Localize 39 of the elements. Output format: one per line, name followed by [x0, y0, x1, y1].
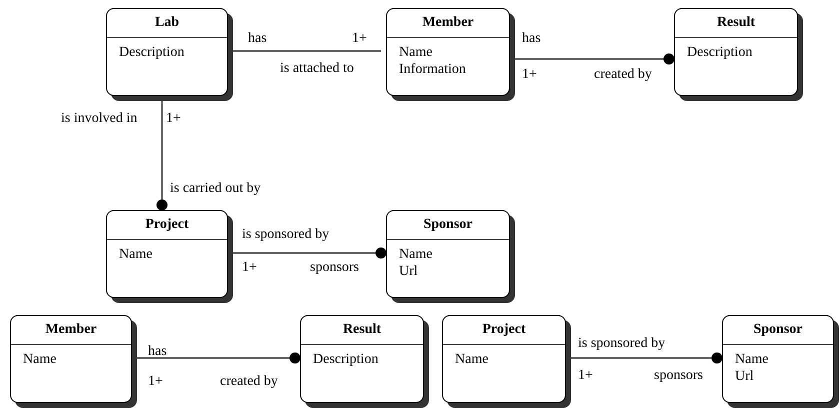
role-label: is sponsored by [578, 336, 666, 351]
role-label: 1+ [522, 67, 537, 82]
role-label: created by [220, 374, 278, 389]
attribute-name: Description [119, 44, 184, 61]
role-label: is sponsored by [242, 227, 330, 242]
role-label: sponsors [310, 260, 360, 275]
entity-name: Member [45, 322, 97, 337]
role-label: 1+ [352, 31, 367, 46]
entity-name: Member [422, 15, 474, 30]
entity-name: Lab [154, 15, 180, 30]
entity-name: Project [145, 217, 189, 232]
role-label: has [148, 344, 167, 359]
role-label: created by [594, 67, 652, 82]
role-label: 1+ [148, 374, 163, 389]
attribute-name: Name [119, 246, 152, 263]
role-label: has [248, 31, 267, 46]
entity-name: Result [342, 322, 382, 337]
role-label: is attached to [280, 61, 354, 76]
attribute-name: Name [23, 351, 56, 368]
entity-name: Sponsor [423, 217, 473, 232]
role-label: 1+ [166, 111, 181, 126]
attribute-name: Name [735, 351, 768, 368]
attribute-name: Description [687, 44, 752, 61]
role-label: is carried out by [170, 181, 261, 196]
role-label: has [522, 31, 541, 46]
entity-name: Result [716, 15, 756, 30]
attribute-name: Description [313, 351, 378, 368]
attribute-name: Name [455, 351, 488, 368]
role-label: is involved in [61, 111, 138, 126]
attribute-name: Name [399, 44, 432, 61]
role-label: 1+ [578, 368, 593, 383]
role-label: sponsors [654, 368, 704, 383]
role-label: 1+ [242, 260, 257, 275]
attribute-name: Url [735, 368, 754, 385]
attribute-name: Information [399, 61, 466, 78]
entity-name: Project [482, 322, 526, 337]
attribute-name: Url [399, 263, 418, 280]
attribute-name: Name [399, 246, 432, 263]
entity-name: Sponsor [753, 322, 803, 337]
